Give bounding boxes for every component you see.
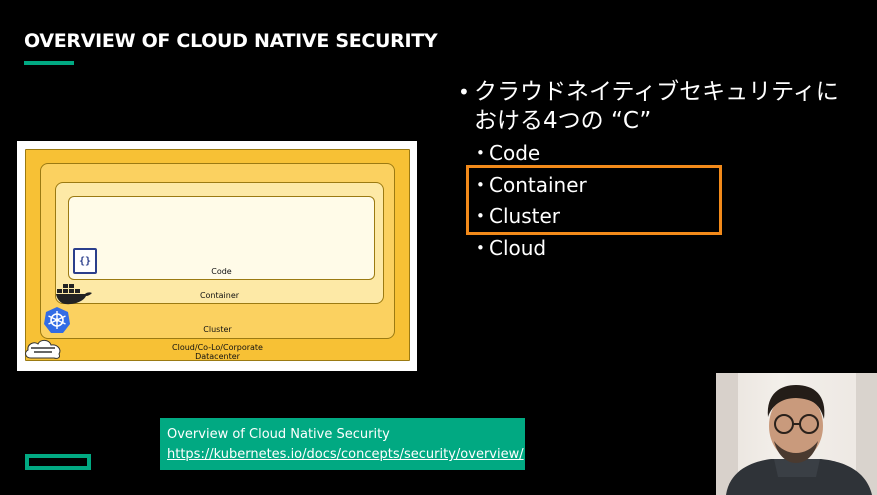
slide-title: OVERVIEW OF CLOUD NATIVE SECURITY	[24, 30, 438, 52]
highlight-box	[466, 165, 722, 235]
bullet-main: クラウドネイティブセキュリティにおける4つの “C”	[458, 78, 858, 136]
bullet-list: クラウドネイティブセキュリティにおける4つの “C” Code Containe…	[458, 78, 858, 264]
title-underline	[24, 61, 74, 65]
layer-cloud-label-2: Datacenter	[195, 352, 240, 361]
code-icon: {}	[73, 248, 97, 274]
layer-cluster-label: Cluster	[203, 325, 232, 334]
sub-bullet-list: Code Container Cluster Cloud	[458, 138, 858, 264]
layer-code-label: Code	[211, 267, 232, 276]
presenter-webcam	[716, 373, 877, 495]
reference-link[interactable]: https://kubernetes.io/docs/concepts/secu…	[167, 447, 524, 462]
cloud-provider-icon	[25, 339, 61, 359]
sub-bullet-cloud: Cloud	[458, 233, 858, 265]
presenter-figure	[716, 373, 877, 495]
layer-container-label: Container	[199, 291, 240, 300]
four-cs-diagram: Cloud/Co-Lo/Corporate Datacenter Cluster…	[17, 141, 417, 371]
layer-code: Code	[68, 196, 375, 280]
layer-cloud-label-1: Cloud/Co-Lo/Corporate	[172, 343, 263, 352]
docker-whale-icon	[56, 284, 92, 305]
link-title: Overview of Cloud Native Security	[167, 427, 390, 442]
brand-logo-rectangle	[25, 454, 91, 470]
sub-bullet-container: Container	[458, 170, 858, 202]
sub-bullet-code: Code	[458, 138, 858, 170]
reference-link-box: Overview of Cloud Native Security https:…	[160, 418, 525, 470]
sub-bullet-cluster: Cluster	[458, 201, 858, 233]
kubernetes-icon	[44, 307, 70, 333]
